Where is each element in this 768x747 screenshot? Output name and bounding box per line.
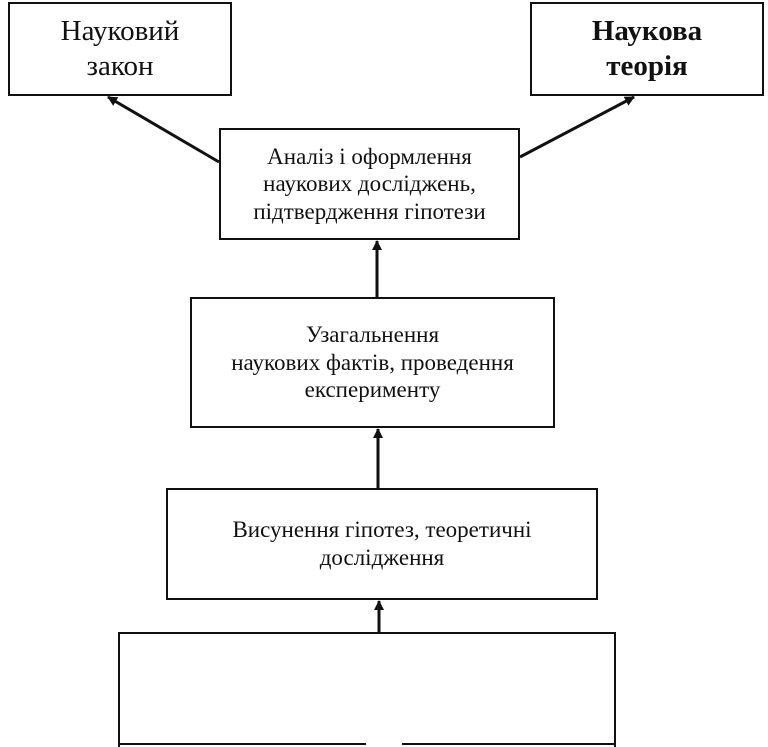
node-scientific-law-line2: закон — [86, 50, 154, 82]
node-generalization-line1: Узагальнення — [305, 322, 440, 348]
node-hypothesis-line2: дослідження — [319, 545, 445, 570]
node-bottom-edge-right — [402, 743, 616, 745]
node-analysis: Аналіз і оформлення наукових досліджень,… — [219, 128, 520, 240]
node-generalization: Узагальнення наукових фактів, проведення… — [190, 297, 555, 428]
node-scientific-theory-line1: Наукова — [591, 15, 703, 48]
node-analysis-line1: Аналіз і оформлення — [267, 143, 472, 169]
node-hypothesis-line1: Висунення гіпотез, теоретичні — [232, 517, 532, 543]
arrow-analysis-to-theory — [519, 95, 635, 159]
node-bottom-edge-left — [118, 743, 366, 745]
node-scientific-theory-line2: теорія — [606, 50, 688, 82]
node-analysis-line2: наукових досліджень, — [263, 171, 476, 197]
arrow-analysis-to-law — [107, 95, 220, 164]
node-generalization-line3: експерименту — [304, 377, 441, 403]
node-hypothesis: Висунення гіпотез, теоретичні дослідженн… — [166, 488, 598, 600]
node-scientific-theory: Наукова теорія — [530, 2, 764, 96]
node-scientific-law-line1: Науковий — [60, 15, 180, 48]
node-analysis-line3: підтвердження гіпотези — [253, 198, 486, 224]
node-bottom-empty — [118, 632, 616, 747]
node-generalization-line2: наукових фактів, проведення — [231, 349, 514, 375]
node-scientific-law: Науковий закон — [8, 2, 232, 96]
